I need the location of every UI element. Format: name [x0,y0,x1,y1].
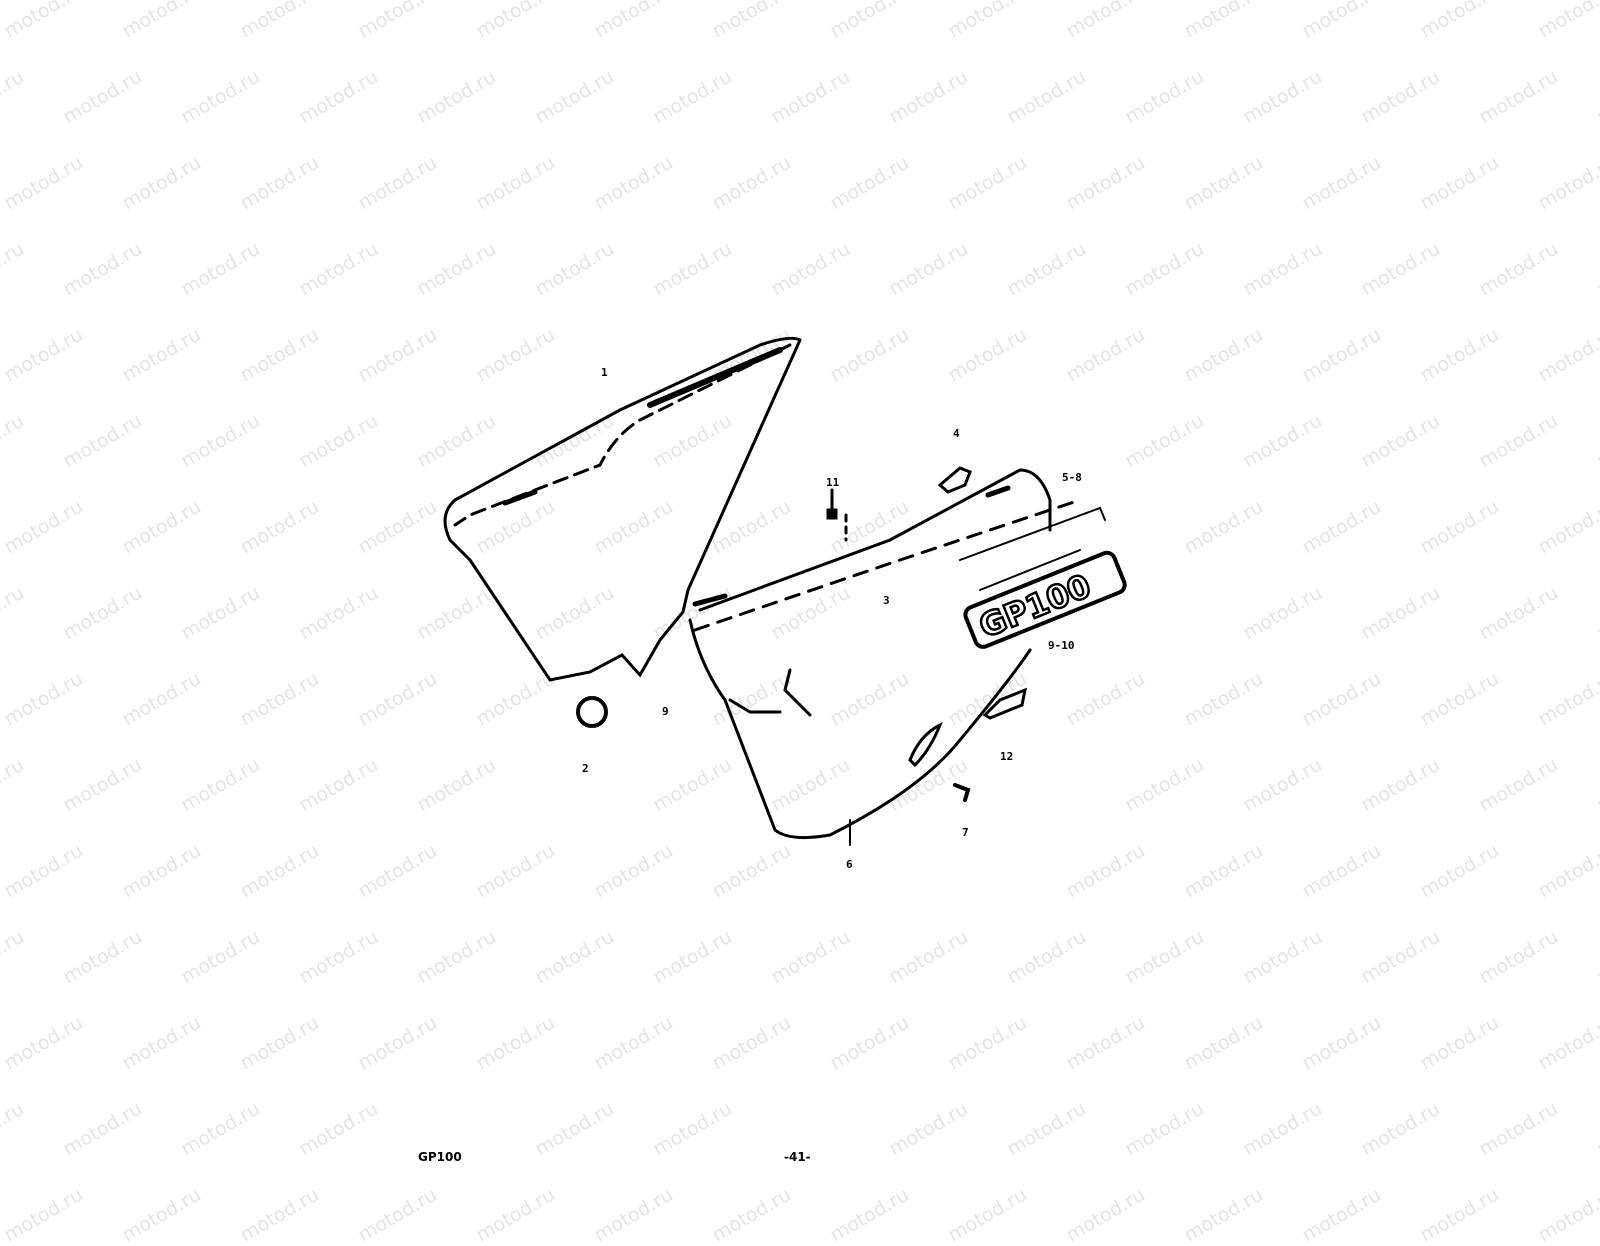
reflector [982,687,1028,720]
callout-3: 3 [883,594,890,607]
watermark-text: motod.ru [472,1183,559,1246]
watermark-text: motod.ru [708,1183,795,1246]
watermark-text: motod.ru [0,1183,87,1246]
left-side-cover [443,336,802,682]
footer-page-number: -41- [784,1150,811,1164]
right-cover-slot-2 [985,485,1011,498]
watermark-text: motod.ru [1593,753,1600,817]
left-cover-inner-edge [453,343,792,527]
callout-6: 6 [846,858,853,871]
emblem-plate-outline [959,506,1106,591]
watermark-text: motod.ru [354,1183,441,1246]
callout-2: 2 [582,762,589,775]
watermark-text: motod.ru [118,1183,205,1246]
watermark-text: motod.ru [1593,925,1600,989]
watermark-text: motod.ru [1180,1183,1267,1246]
parts-diagram: GP100 1 2 3 4 5-8 6 7 9 9-10 11 12 [443,336,1127,871]
gp100-emblem: GP100 [963,550,1127,649]
watermark-text: motod.ru [1593,65,1600,129]
left-cover-rim [647,347,783,408]
watermark-text: motod.ru [1534,1183,1600,1246]
right-side-cover [688,468,1052,840]
callout-5-8: 5-8 [1062,471,1082,484]
left-cover-slot [502,489,538,506]
callout-9: 9 [662,705,669,718]
right-cover-dash [693,498,1082,632]
watermark-text: motod.ru [1062,1183,1149,1246]
watermark-text: motod.ru [590,1183,677,1246]
callout-1: 1 [601,366,608,379]
callout-4: 4 [953,427,960,440]
clip [908,721,943,768]
watermark-text: motod.ru [236,1183,323,1246]
bolt-head [826,508,838,520]
grommet [576,696,608,728]
cushion [937,466,972,494]
screw [953,783,971,802]
callout-7: 7 [962,826,969,839]
callout-11: 11 [826,476,840,489]
callout-12: 12 [1000,750,1013,763]
watermark-text: motod.ru [1593,581,1600,645]
emblem-text: GP100 [974,567,1096,646]
watermark-text: motod.ru [1593,1097,1600,1161]
right-cover-slot [692,593,728,607]
watermark-text: motod.ru [1416,1183,1503,1246]
watermark-text: motod.ru [1593,409,1600,473]
footer-model: GP100 [418,1150,462,1164]
watermark-text: motod.ru [1593,237,1600,301]
watermark-text: motod.ru [944,1183,1031,1246]
watermark-text: motod.ru [826,1183,913,1246]
inner-panel [728,668,812,717]
watermark-text: motod.ru [1298,1183,1385,1246]
callout-9-10: 9-10 [1048,639,1075,652]
